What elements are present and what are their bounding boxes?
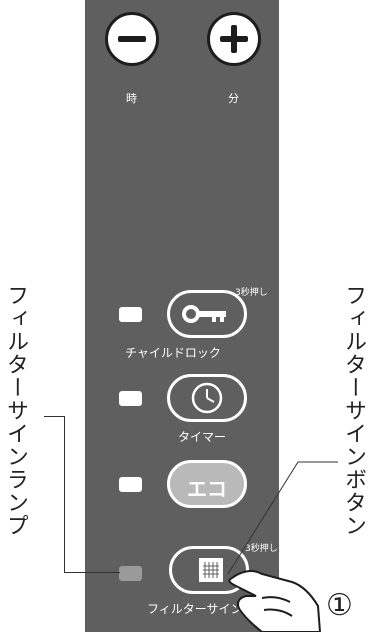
child-lock-label: チャイルドロック [125,346,221,360]
eco-label: エコ [187,477,227,501]
child-lock-hold-note: 3秒押し [235,288,268,298]
key-icon [182,305,226,323]
minus-button[interactable] [105,12,159,66]
clock-icon [191,382,223,414]
control-panel: 時 分 3秒押し チャイルドロック タイマー エコ 3秒押し [85,0,279,632]
filter-sign-button-callout-label: フィルターサインボタン [341,284,366,537]
eco-button[interactable]: エコ [167,460,247,508]
hour-label: 時 [126,92,137,105]
lamp-callout-horizontal-top [44,416,64,417]
minute-label: 分 [228,92,239,105]
timer-button[interactable] [167,374,247,422]
filter-sign-lamp-callout-label: フィルターサインランプ [3,284,28,537]
child-lock-lamp [119,307,142,322]
plus-icon [220,25,248,53]
filter-sign-label: フィルターサイン [147,602,243,616]
lamp-callout-horizontal-bottom [64,572,120,573]
filter-sign-hold-note: 3秒押し [245,544,278,554]
plus-button[interactable] [207,12,261,66]
lamp-callout-vertical [64,416,65,573]
timer-label: タイマー [178,430,227,444]
timer-lamp [119,391,142,406]
step-number-badge: ① [326,588,353,623]
filter-grid-icon [199,558,223,582]
minus-icon [118,36,146,42]
eco-lamp [119,477,142,492]
filter-sign-button[interactable] [169,546,249,594]
filter-sign-lamp [119,566,142,581]
child-lock-button[interactable] [167,290,247,338]
